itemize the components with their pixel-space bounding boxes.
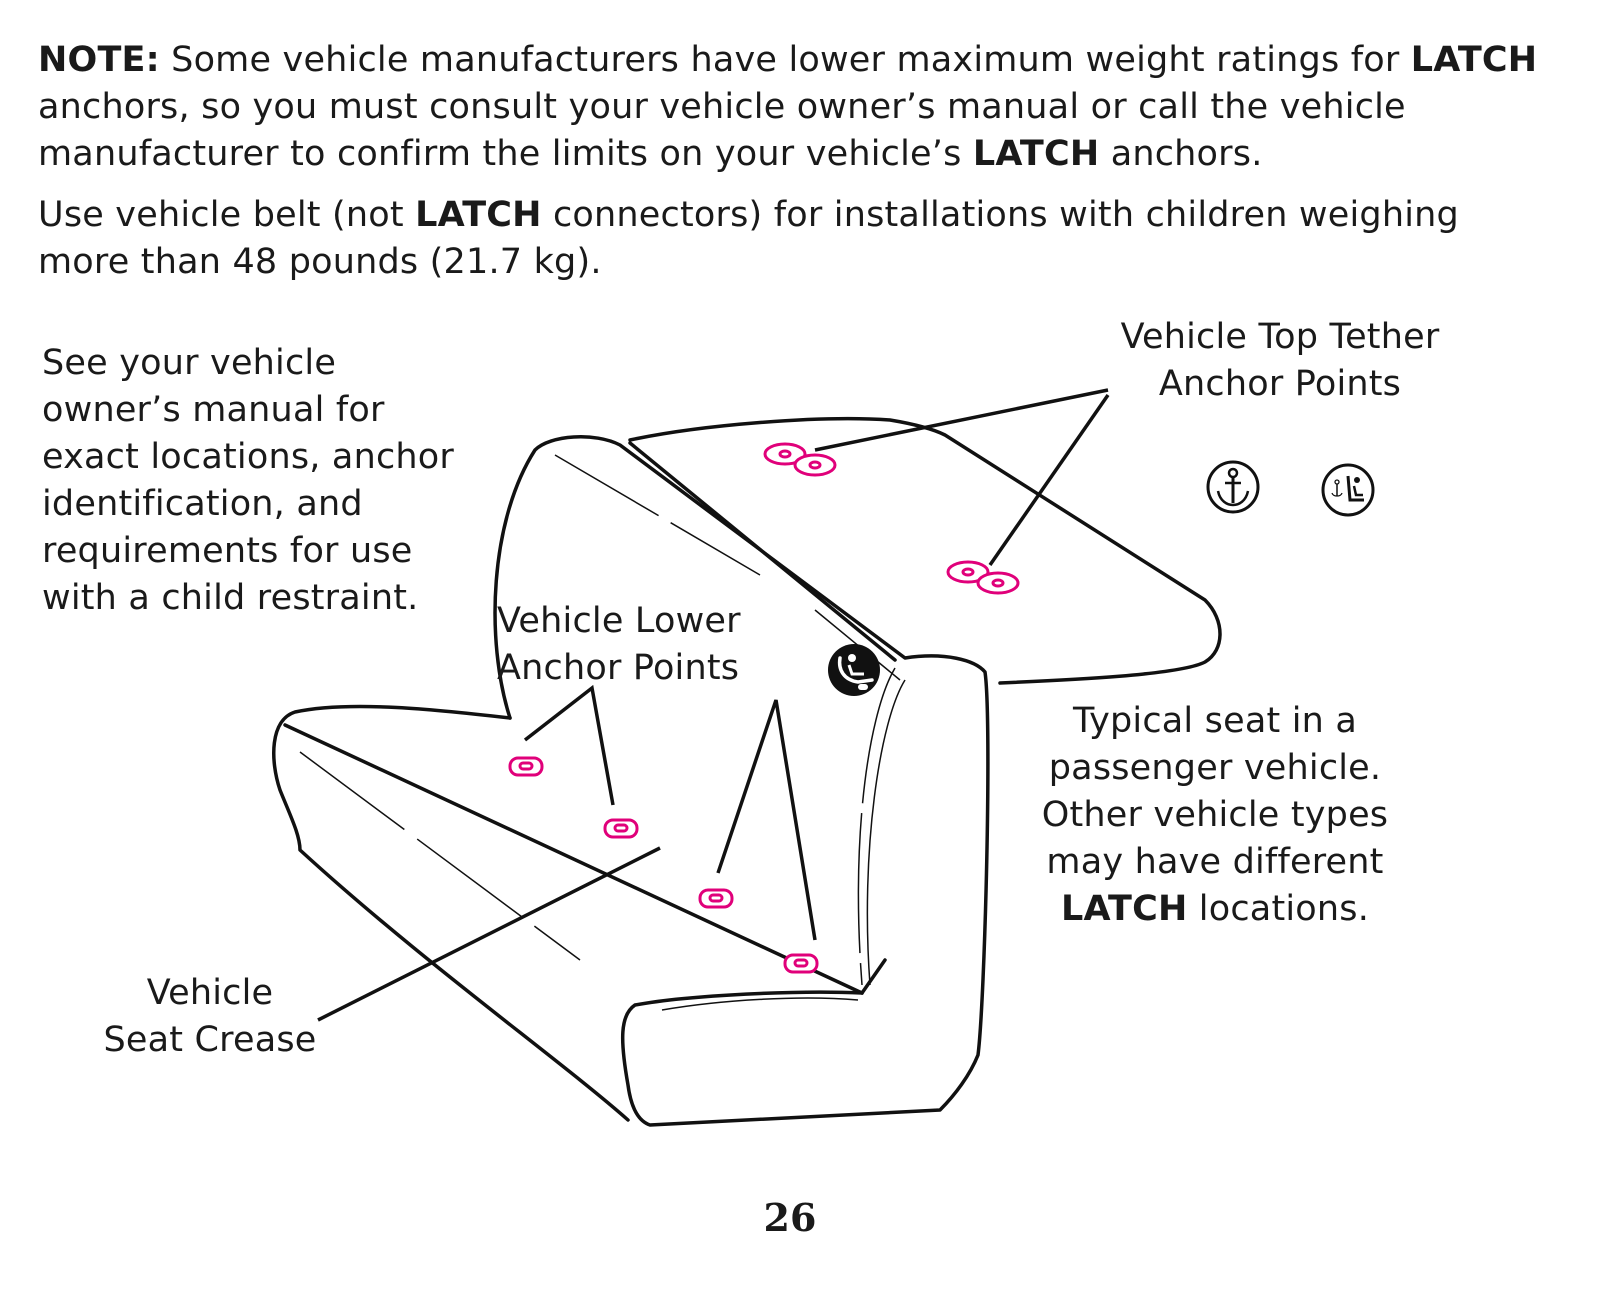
belt-paragraph: Use vehicle belt (not LATCH connectors) …	[38, 192, 1558, 286]
seat-crease-label: Vehicle Seat Crease	[60, 970, 360, 1064]
lower-leader-2	[716, 699, 817, 941]
typical-seat-line: may have different	[1046, 842, 1384, 882]
rear-shelf-outline	[628, 416, 1222, 685]
page-number: 26	[763, 1195, 817, 1240]
lower-anchor-label: Vehicle Lower Anchor Points	[497, 598, 797, 692]
lower-anchor-label-line: Vehicle Lower	[497, 601, 741, 641]
belt-text-1: Use vehicle belt (not	[38, 195, 416, 235]
lower-leader-1	[523, 684, 615, 806]
side-note-line: exact locations, anchor	[42, 437, 454, 477]
side-note-line: identification, and	[42, 484, 363, 524]
tether-anchor-seat-icon	[1321, 463, 1375, 517]
lower-anchor-label-line: Anchor Points	[497, 648, 740, 688]
typical-seat-line-last: LATCH locations.	[1020, 886, 1410, 933]
seat-crease-label-line: Vehicle	[146, 973, 274, 1013]
latch-term: LATCH	[972, 134, 1100, 174]
side-note-line: with a child restraint.	[42, 578, 419, 618]
lower-anchor-1	[508, 756, 544, 777]
typical-seat-line: Other vehicle types	[1041, 795, 1389, 835]
lower-anchor-2	[603, 818, 639, 839]
lower-anchor-seat-icon	[828, 644, 880, 696]
top-tether-anchor-2	[946, 560, 1020, 595]
note-text-2: anchors, so you must consult your vehicl…	[38, 87, 1406, 174]
latch-term: LATCH	[415, 195, 542, 235]
belt-text-2: connectors) for installations with child…	[38, 195, 1459, 282]
lower-anchor-4	[783, 953, 819, 974]
seat-back-outline	[493, 435, 990, 1127]
tether-leader-1	[814, 388, 1109, 452]
top-tether-label-line: Anchor Points	[1158, 364, 1402, 404]
side-note-line: owner’s manual for	[42, 390, 385, 430]
lower-anchor-3	[698, 888, 734, 909]
side-note: See your vehicle owner’s manual for exac…	[42, 340, 512, 622]
note-paragraph: NOTE: Some vehicle manufacturers have lo…	[38, 37, 1558, 178]
latch-term: LATCH	[1060, 889, 1188, 929]
anchor-icon	[1206, 460, 1260, 514]
typical-seat-last: locations.	[1187, 889, 1370, 929]
crease-leader	[317, 846, 661, 1022]
side-note-line: See your vehicle	[42, 343, 337, 383]
typical-seat-line: passenger vehicle.	[1048, 748, 1382, 788]
tether-leader-2	[988, 394, 1110, 566]
top-tether-label-line: Vehicle Top Tether	[1120, 317, 1440, 357]
note-text-3: anchors.	[1099, 134, 1263, 174]
note-label: NOTE:	[38, 40, 160, 80]
note-text-1: Some vehicle manufacturers have lower ma…	[159, 40, 1411, 80]
top-tether-label: Vehicle Top Tether Anchor Points	[1080, 314, 1480, 408]
top-tether-anchor-1	[763, 442, 837, 477]
side-note-line: requirements for use	[42, 531, 413, 571]
typical-seat-note: Typical seat in a passenger vehicle. Oth…	[1020, 698, 1410, 933]
latch-term: LATCH	[1410, 40, 1538, 80]
seat-crease-label-line: Seat Crease	[103, 1020, 317, 1060]
seat-cushion-outline	[272, 704, 630, 1122]
typical-seat-line: Typical seat in a	[1072, 701, 1358, 741]
